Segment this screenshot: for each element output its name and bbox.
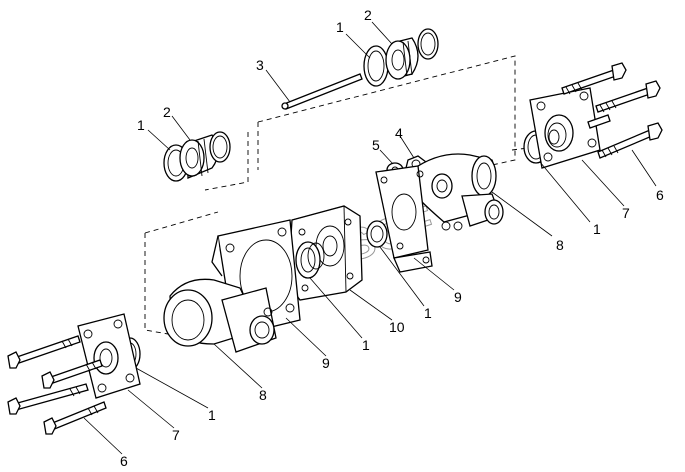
callout-nut: 4 [395,125,403,141]
callout-labels: 1 2 3 1 2 4 5 1 7 6 8 9 1 10 1 9 8 1 7 6 [120,7,664,469]
callout-top-o-ring: 1 [336,19,344,35]
callout-bottom-o-ring: 1 [208,407,216,423]
top-seal-assembly [363,28,439,87]
left-housing [163,278,277,353]
callout-right-flange: 7 [622,205,630,221]
right-flange [529,87,601,169]
right-gasket-o-ring [366,220,388,248]
callout-right-o-ring: 1 [593,221,601,237]
callout-center-o-ring: 1 [362,337,370,353]
callout-right-housing: 8 [556,237,564,253]
callout-left-gasket: 9 [322,355,330,371]
leader-lines [83,21,657,455]
callout-spacer-block: 10 [389,319,405,335]
center-o-ring [295,241,325,279]
right-gasket [375,165,433,273]
callout-right-bolt: 6 [656,187,664,203]
right-housing [411,153,504,231]
callout-rod: 3 [256,57,264,73]
left-seal-assembly [163,131,231,182]
right-bolts [561,62,663,159]
callout-washer: 5 [372,137,380,153]
rod [281,73,363,110]
callout-right-gasket-ring: 1 [424,305,432,321]
callout-left-o-ring: 1 [137,117,145,133]
bottom-bolts [7,335,107,435]
callout-right-gasket: 9 [454,289,462,305]
callout-top-seal: 2 [364,7,372,23]
callout-left-seal: 2 [163,104,171,120]
callout-bottom-flange: 7 [172,427,180,443]
callout-left-housing: 8 [259,387,267,403]
bottom-flange [77,313,141,399]
callout-bottom-bolt: 6 [120,453,128,469]
